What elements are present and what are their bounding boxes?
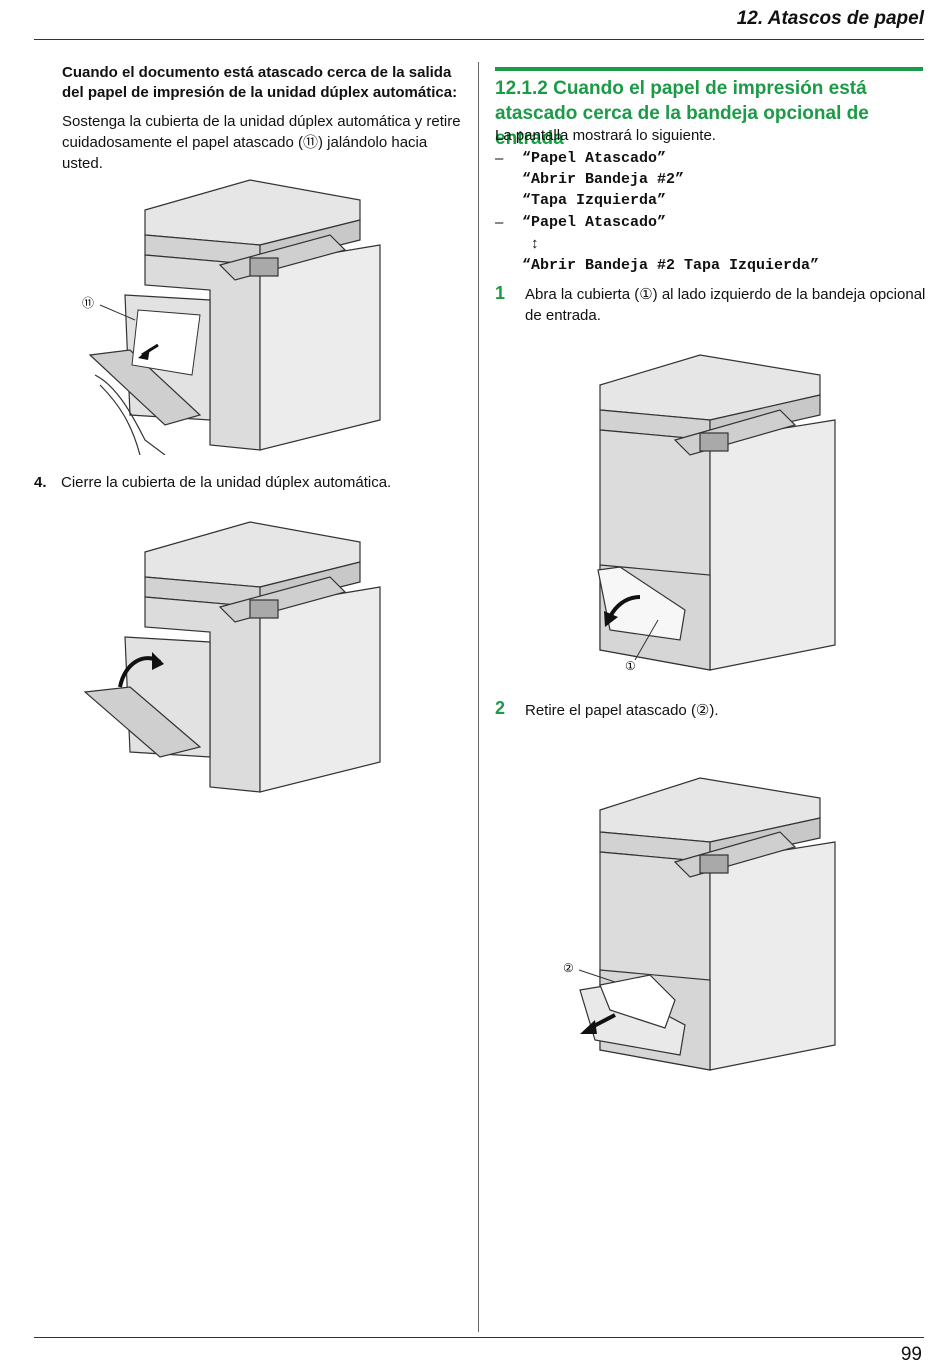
section-accent-bar xyxy=(495,67,923,71)
step-1-text: Abra la cubierta (①) al lado izquierdo d… xyxy=(525,286,926,324)
page-number: 99 xyxy=(900,1344,922,1365)
alternating-arrow-icon: ↕ xyxy=(531,235,539,252)
callout-11: ⑪ xyxy=(82,296,94,310)
dash-2: – xyxy=(495,214,504,231)
printer-remove-jam-illustration: ② xyxy=(563,777,836,1071)
callout-1: ① xyxy=(625,659,636,673)
printer-close-duplex-illustration xyxy=(83,521,381,793)
column-divider xyxy=(478,62,479,1332)
footer-rule xyxy=(34,1337,924,1338)
callout-2: ② xyxy=(563,961,574,975)
left-heading: Cuando el documento está atascado cerca … xyxy=(62,64,458,101)
lcd-line-3: “Tapa Izquierda” xyxy=(522,192,667,209)
printer-duplex-jam-illustration: ⑪ xyxy=(82,179,381,455)
step-4-number: 4. xyxy=(34,474,47,491)
lcd-line-4: “Papel Atascado” xyxy=(522,214,667,231)
step-4: 4. Cierre la cubierta de la unidad dúplex… xyxy=(34,474,391,491)
header-rule xyxy=(34,39,924,40)
printer-open-tray-cover-illustration: ① xyxy=(597,354,836,673)
page-header-title: 12. Atascos de papel xyxy=(736,8,924,29)
step-1-number: 1 xyxy=(495,283,506,303)
step-2-number: 2 xyxy=(495,698,506,718)
left-paragraph: Sostenga la cubierta de la unidad dúplex… xyxy=(62,113,461,172)
dash-1: – xyxy=(495,150,504,167)
step-4-text: Cierre la cubierta de la unidad dúplex a… xyxy=(61,474,392,491)
display-intro: La pantalla mostrará lo siguiente. xyxy=(495,127,716,144)
lcd-line-5: “Abrir Bandeja #2 Tapa Izquierda” xyxy=(522,257,820,274)
step-2-text: Retire el papel atascado (②). xyxy=(525,702,719,719)
lcd-line-1: “Papel Atascado” xyxy=(522,150,667,167)
section-title: 12.1.2 Cuando el papel de impresión está… xyxy=(495,78,869,149)
lcd-line-2: “Abrir Bandeja #2” xyxy=(522,171,685,188)
